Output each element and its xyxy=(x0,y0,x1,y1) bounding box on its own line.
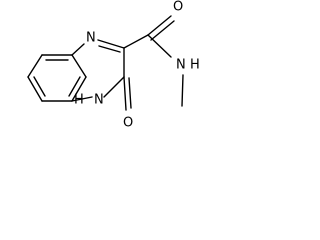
bond-c8a-n1 xyxy=(71,43,85,56)
atom-n-amide-hydrogen-label: H xyxy=(190,58,200,73)
bond-n-methyl xyxy=(181,74,184,107)
atom-o-amide-label: O xyxy=(173,0,183,15)
bond-n4-c4a xyxy=(71,96,93,102)
atom-n4-hydrogen-label: H xyxy=(74,93,84,108)
bond-c3-n4 xyxy=(103,76,125,98)
bond-benzene-double-left xyxy=(33,76,46,97)
bond-c3-o xyxy=(123,76,127,111)
bond-camide-o xyxy=(147,15,172,36)
atom-n-amide-label: N xyxy=(176,58,186,73)
bond-benzene-5 xyxy=(27,76,43,102)
bond-c2-camide xyxy=(123,34,149,49)
structure-diagram: N N H O O N H xyxy=(0,0,229,147)
bond-n1-c2-double xyxy=(98,45,121,53)
molecule-drawing: N N H O O N H xyxy=(27,0,200,131)
bond-benzene-2 xyxy=(71,54,87,78)
bond-benzene-6 xyxy=(27,54,43,78)
bond-benzene-3 xyxy=(71,76,87,102)
atom-n1-label: N xyxy=(86,31,96,46)
atom-o-carbonyl-label: O xyxy=(123,116,133,131)
bond-camide-n xyxy=(147,34,172,58)
atom-n4-label: N xyxy=(94,93,104,108)
bond-benzene-double-right xyxy=(68,76,81,97)
bond-c3-o-double xyxy=(128,77,132,109)
bond-camide-o-double xyxy=(150,20,175,41)
bond-n1-c2 xyxy=(97,39,125,49)
